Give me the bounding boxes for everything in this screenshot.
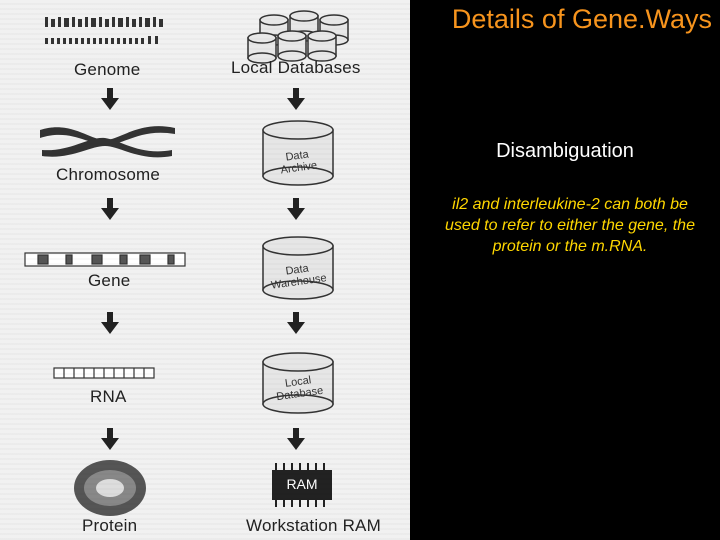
- local-database-cylinder: [262, 352, 334, 414]
- genome-marks: [45, 17, 163, 44]
- label-protein: Protein: [82, 516, 138, 535]
- ram-chip-label: RAM: [286, 476, 318, 492]
- gene-strip-icon: [24, 252, 186, 267]
- data-warehouse-cylinder: [262, 236, 334, 300]
- database-cluster-icon: [247, 10, 349, 64]
- left-arrows: [101, 88, 119, 450]
- label-genome: Genome: [74, 60, 141, 79]
- data-archive-cylinder: [262, 120, 334, 186]
- label-rna: RNA: [90, 387, 127, 406]
- protein-icon: [74, 460, 146, 516]
- rna-strip-icon: [53, 367, 155, 379]
- slide-description: il2 and interleukine-2 can both be used …: [445, 196, 695, 255]
- slide-title: Details of Gene.Ways: [451, 4, 712, 34]
- figure-svg: [24, 10, 349, 516]
- ram-chip-icon: [272, 463, 332, 507]
- scanned-figure: Genome Chromosome Gene RNA Protein Local…: [0, 0, 410, 540]
- slide-subtitle: Disambiguation: [496, 140, 634, 162]
- label-local-databases: Local Databases: [231, 58, 361, 77]
- label-workstation-ram: Workstation RAM: [246, 516, 381, 535]
- chromosome-icon: [40, 126, 175, 158]
- right-arrows: [287, 88, 305, 450]
- label-gene: Gene: [88, 271, 131, 290]
- label-chromosome: Chromosome: [56, 165, 161, 184]
